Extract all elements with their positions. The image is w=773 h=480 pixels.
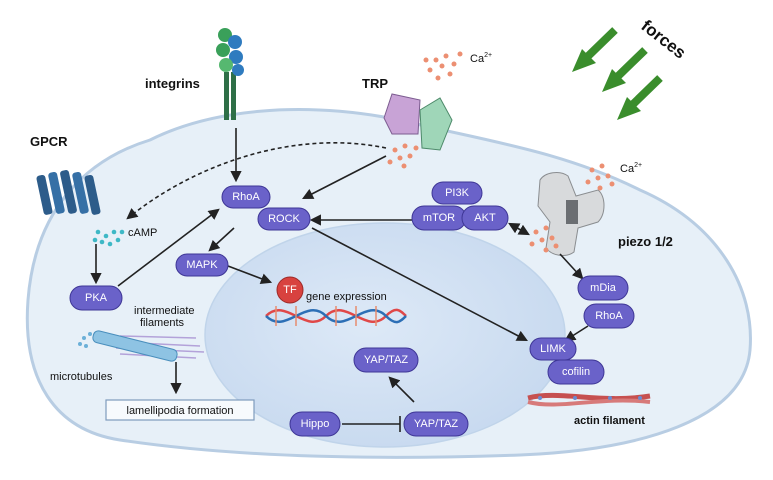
lamellipodia-label: lamellipodia formation [127, 405, 234, 417]
node-rock[interactable]: ROCK [257, 207, 311, 231]
node-limk[interactable]: LIMK [529, 337, 577, 361]
nucleus [204, 222, 566, 448]
node-rhoa-right-label: RhoA [595, 310, 623, 322]
node-rhoa[interactable]: RhoA [221, 185, 271, 209]
node-mtor-label: mTOR [423, 212, 455, 224]
node-hippo[interactable]: Hippo [289, 411, 341, 437]
integrin-icon [216, 28, 244, 120]
node-yaptaz-lower[interactable]: YAP/TAZ [403, 411, 469, 437]
dna-helix-icon [265, 306, 407, 326]
camp-dots [92, 229, 125, 247]
arrow-rhoa-limk [564, 325, 589, 342]
gpcr-label: GPCR [30, 134, 68, 149]
node-mdia[interactable]: mDia [577, 275, 629, 301]
node-tf[interactable]: TF [276, 276, 304, 304]
node-cofilin-label: cofilin [562, 366, 590, 378]
node-cofilin[interactable]: cofilin [547, 359, 605, 385]
forces-label: forces [638, 16, 690, 62]
node-yaptaz-upper[interactable]: YAP/TAZ [353, 347, 419, 373]
node-rhoa-right[interactable]: RhoA [583, 303, 635, 329]
node-pi3k[interactable]: PI3K [431, 181, 483, 205]
node-mapk-label: MAPK [186, 259, 218, 271]
node-akt[interactable]: AKT [461, 205, 509, 231]
node-akt-label: AKT [474, 212, 496, 224]
arrow-trp-rhoa [302, 155, 387, 200]
arrow-piezo-mdia [559, 253, 584, 280]
node-mapk[interactable]: MAPK [175, 253, 229, 277]
gene-expression-label: gene expression [306, 291, 387, 303]
node-mtor[interactable]: mTOR [411, 205, 467, 231]
piezo-label: piezo 1/2 [618, 234, 673, 249]
piezo-channel-icon [537, 172, 605, 256]
node-rock-label: ROCK [268, 213, 300, 225]
force-arrows [572, 27, 663, 120]
lamellipodia-box [105, 399, 255, 421]
arrow-pka-rhoa [117, 208, 220, 287]
node-mdia-label: mDia [590, 282, 617, 294]
node-limk-label: LIMK [540, 343, 566, 355]
arrow-mapk-tf [227, 265, 273, 285]
camp-label: cAMP [128, 227, 157, 239]
node-rhoa-label: RhoA [232, 191, 260, 203]
node-pi3k-label: PI3K [445, 187, 470, 199]
actin-filament-label: actin filament [574, 415, 645, 427]
actin-filament-icon [527, 392, 651, 407]
gpcr-icon [36, 169, 101, 215]
integrins-label: integrins [145, 76, 200, 91]
arrow-trp-camp-dashed [126, 142, 387, 220]
calcium-dots-trp-inside [387, 143, 419, 169]
calcium-dots-right [585, 163, 615, 191]
node-pka-label: PKA [85, 292, 108, 304]
pathway-arrows [90, 128, 589, 432]
calcium-dots-piezo-inside [529, 225, 559, 253]
node-pka[interactable]: PKA [69, 285, 123, 311]
intermediate-filaments-label: intermediate filaments [134, 305, 198, 329]
microtubules-label: microtubules [50, 371, 113, 383]
calcium-right-label: Ca2+ [620, 162, 642, 175]
microtubule-icon [78, 330, 178, 362]
trp-label: TRP [362, 76, 388, 91]
arrow-yaptaz-up [388, 376, 415, 403]
arrow-piezo-akt [508, 222, 530, 236]
arrow-rock-limk [311, 227, 528, 342]
node-yaptaz-upper-label: YAP/TAZ [364, 354, 408, 366]
trp-channel-icon [383, 93, 453, 151]
node-hippo-label: Hippo [301, 418, 330, 430]
calcium-top-label: Ca2+ [470, 52, 492, 65]
calcium-dots-top [423, 51, 463, 81]
node-tf-label: TF [283, 284, 297, 296]
arrow-rhoa-mapk [208, 227, 235, 252]
node-yaptaz-lower-label: YAP/TAZ [414, 418, 458, 430]
